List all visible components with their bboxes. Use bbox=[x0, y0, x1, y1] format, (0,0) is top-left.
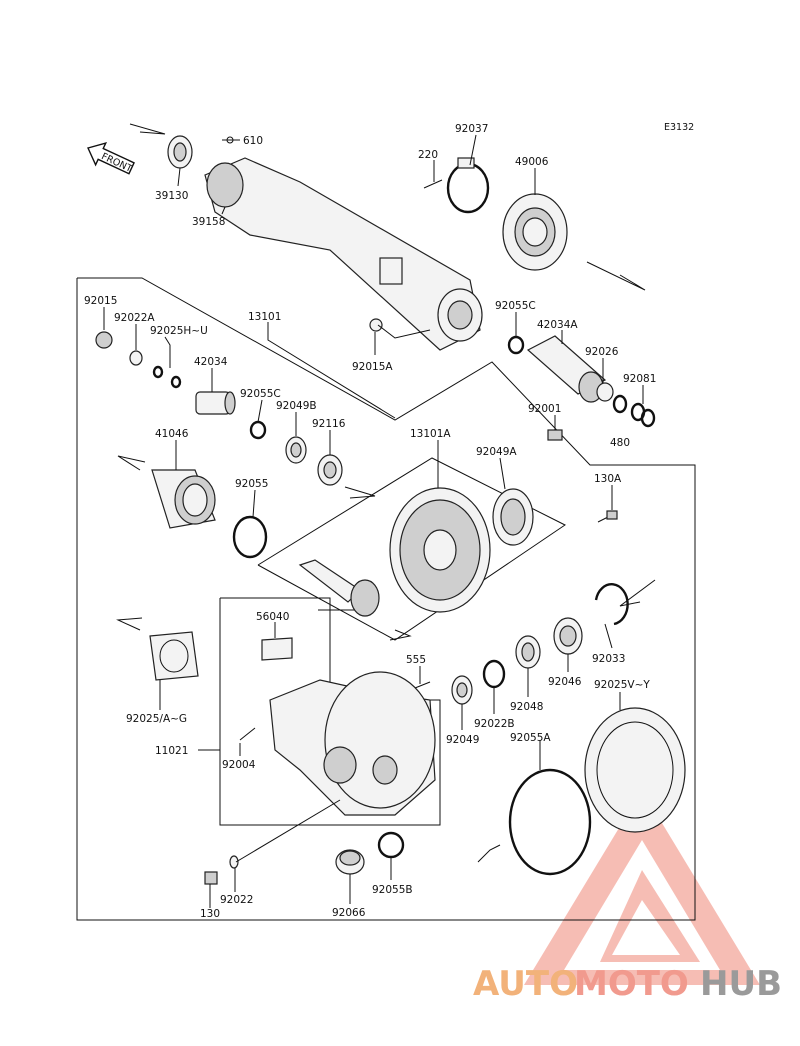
label-92015A: 92015A bbox=[352, 361, 393, 373]
label-92022A: 92022A bbox=[114, 312, 155, 324]
front-arrow-icon: FRONT bbox=[87, 141, 135, 175]
watermark-auto: AUTO bbox=[473, 964, 578, 1004]
oring-92055C-a bbox=[249, 420, 267, 440]
direction-arrows bbox=[116, 123, 656, 863]
washer-92026 bbox=[596, 382, 614, 402]
label-92066: 92066 bbox=[332, 907, 366, 919]
label-92026: 92026 bbox=[585, 346, 619, 358]
label-92049: 92049 bbox=[446, 734, 479, 746]
shim-plate-92025AG bbox=[149, 631, 199, 681]
label-92025AG: 92025/A~G bbox=[126, 713, 187, 725]
seal-92049A bbox=[492, 488, 534, 546]
watermark-logo bbox=[524, 790, 760, 985]
collar-92048 bbox=[515, 635, 541, 669]
label-42034A: 42034A bbox=[537, 319, 578, 331]
oring-92055C-b bbox=[507, 335, 525, 355]
frame-lines bbox=[76, 277, 696, 921]
needle-bearing-92046 bbox=[553, 617, 583, 655]
nut-92015A bbox=[369, 318, 383, 332]
shims-92025HU bbox=[152, 365, 182, 389]
oring-92055A bbox=[508, 768, 592, 876]
oil-seal-39130 bbox=[167, 135, 193, 169]
drive-shaft-assembly bbox=[204, 157, 483, 351]
nut-92015 bbox=[95, 331, 113, 349]
ring-gear-13101A bbox=[389, 487, 491, 613]
label-49006: 49006 bbox=[515, 156, 549, 168]
label-92033: 92033 bbox=[592, 653, 625, 665]
diagram-code: E3132 bbox=[664, 122, 694, 133]
label-92004: 92004 bbox=[222, 759, 256, 771]
label-480: 480 bbox=[610, 437, 630, 449]
label-11021: 11021 bbox=[155, 745, 188, 757]
label-92048: 92048 bbox=[510, 701, 543, 713]
label-41046: 41046 bbox=[155, 428, 189, 440]
label-92037: 92037 bbox=[455, 123, 488, 135]
bolt-220 bbox=[423, 179, 443, 189]
label-92025HU: 92025H~U bbox=[150, 325, 208, 337]
label-220: 220 bbox=[418, 149, 438, 161]
watermark-hub: HUB bbox=[700, 964, 782, 1004]
watermark-text: AUTO MOTO HUB bbox=[473, 964, 782, 1004]
label-130: 130 bbox=[200, 908, 220, 920]
label-92022: 92022 bbox=[220, 894, 253, 906]
plug-92066 bbox=[335, 849, 365, 875]
label-92055C-b: 92055C bbox=[495, 300, 536, 312]
bolt-92001 bbox=[547, 429, 563, 441]
stud-92004 bbox=[239, 727, 256, 741]
label-610: 610 bbox=[243, 135, 263, 147]
label-92116: 92116 bbox=[312, 418, 346, 430]
pinion-shaft bbox=[298, 559, 380, 617]
joint-42034 bbox=[195, 391, 236, 415]
bolt-130 bbox=[204, 871, 218, 885]
label-plate-56040 bbox=[261, 637, 293, 661]
spring-92081 bbox=[612, 394, 656, 428]
shim-92022B bbox=[482, 659, 506, 689]
label-92049A: 92049A bbox=[476, 446, 517, 458]
bolt-130A bbox=[597, 510, 618, 523]
seal-92049B bbox=[285, 436, 307, 464]
gear-case-11021 bbox=[269, 671, 436, 816]
housing-41046 bbox=[151, 469, 216, 529]
oring-92055B bbox=[377, 831, 405, 859]
label-92001: 92001 bbox=[528, 403, 561, 415]
label-13101: 13101 bbox=[248, 311, 281, 323]
label-555: 555 bbox=[406, 654, 426, 666]
pin-555 bbox=[414, 681, 431, 689]
part-labels: E3132 610 39130 39158 220 92037 49006 92… bbox=[84, 122, 694, 920]
clamp-92037 bbox=[446, 157, 490, 214]
washer-92022 bbox=[229, 855, 239, 869]
bearing-92116 bbox=[317, 454, 343, 486]
seal-92049 bbox=[451, 675, 473, 705]
label-92055A: 92055A bbox=[510, 732, 551, 744]
label-92055C-a: 92055C bbox=[240, 388, 281, 400]
label-13101A: 13101A bbox=[410, 428, 451, 440]
circlip-92033 bbox=[594, 583, 629, 626]
boot-49006 bbox=[502, 193, 568, 271]
label-92015: 92015 bbox=[84, 295, 117, 307]
oring-92055 bbox=[232, 515, 268, 559]
label-92022B: 92022B bbox=[474, 718, 515, 730]
label-42034: 42034 bbox=[194, 356, 228, 368]
label-92081: 92081 bbox=[623, 373, 656, 385]
washer-92022A bbox=[129, 350, 143, 366]
label-92025VY: 92025V~Y bbox=[594, 679, 650, 691]
label-39130: 39130 bbox=[155, 190, 188, 202]
label-92055: 92055 bbox=[235, 478, 268, 490]
label-92055B: 92055B bbox=[372, 884, 413, 896]
label-56040: 56040 bbox=[256, 611, 289, 623]
label-130A: 130A bbox=[594, 473, 622, 485]
label-39158: 39158 bbox=[192, 216, 225, 228]
bullet-icon bbox=[226, 136, 234, 144]
watermark-moto: MOTO bbox=[574, 964, 689, 1004]
label-92046: 92046 bbox=[548, 676, 582, 688]
gasket-92025VY bbox=[584, 707, 686, 833]
leader-lines bbox=[103, 134, 644, 908]
label-92049B: 92049B bbox=[276, 400, 317, 412]
